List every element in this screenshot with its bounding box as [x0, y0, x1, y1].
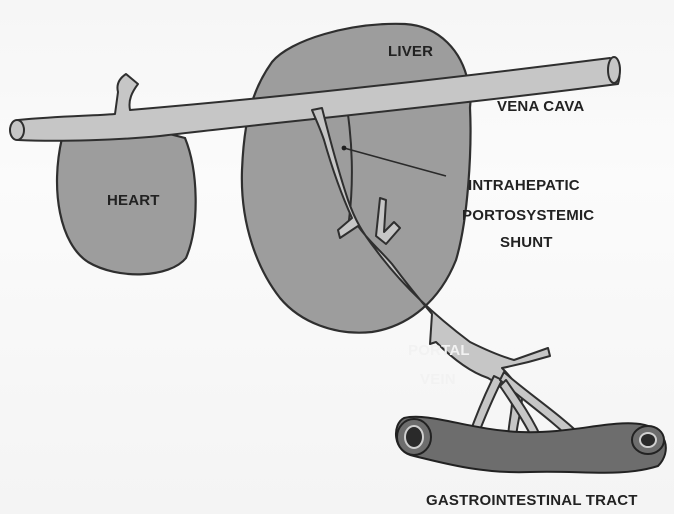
- shunt-label-line-1: INTRAHEPATIC: [468, 177, 580, 194]
- vena-cava-right-opening: [608, 57, 620, 83]
- portal-vein-label-line-2: VEIN: [420, 371, 456, 388]
- gi-tract-left-lumen: [405, 426, 423, 448]
- heart-label: HEART: [107, 192, 160, 209]
- shunt-label-line-3: SHUNT: [500, 234, 553, 251]
- vena-cava-left-opening: [10, 120, 24, 140]
- liver-shape: [242, 24, 471, 333]
- portal-vein-label-line-1: PORTAL: [408, 342, 470, 359]
- shunt-label-line-2: PORTOSYSTEMIC: [462, 207, 594, 224]
- gi-tract-right-lumen: [640, 433, 656, 447]
- shunt-leader-dot: [342, 146, 347, 151]
- vena-cava-label: VENA CAVA: [497, 98, 584, 115]
- gi-tract-label: GASTROINTESTINAL TRACT: [426, 492, 638, 509]
- liver-label: LIVER: [388, 43, 433, 60]
